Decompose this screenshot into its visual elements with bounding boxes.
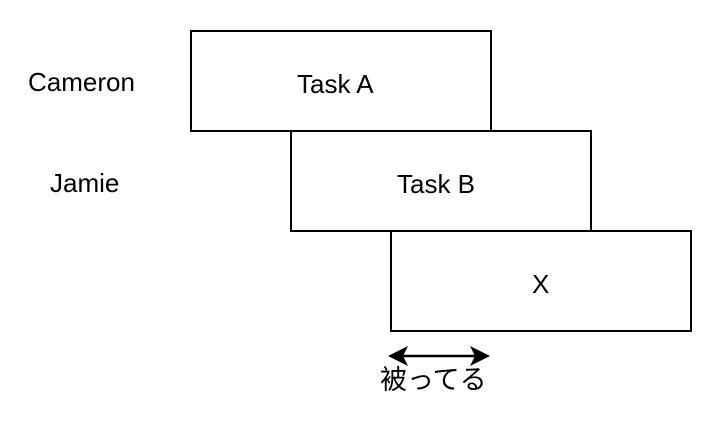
task-box-b: Task B (290, 130, 592, 232)
row-label-jamie: Jamie (50, 168, 120, 198)
row-label-cameron: Cameron (28, 67, 135, 97)
task-label-x: X (532, 269, 550, 299)
task-box-x: X (390, 230, 692, 332)
task-label-b: Task B (397, 169, 476, 199)
overlap-double-arrow-icon (388, 346, 490, 366)
task-label-a: Task A (297, 69, 374, 99)
overlap-caption: 被ってる (380, 365, 487, 396)
task-box-a: Task A (190, 30, 492, 132)
